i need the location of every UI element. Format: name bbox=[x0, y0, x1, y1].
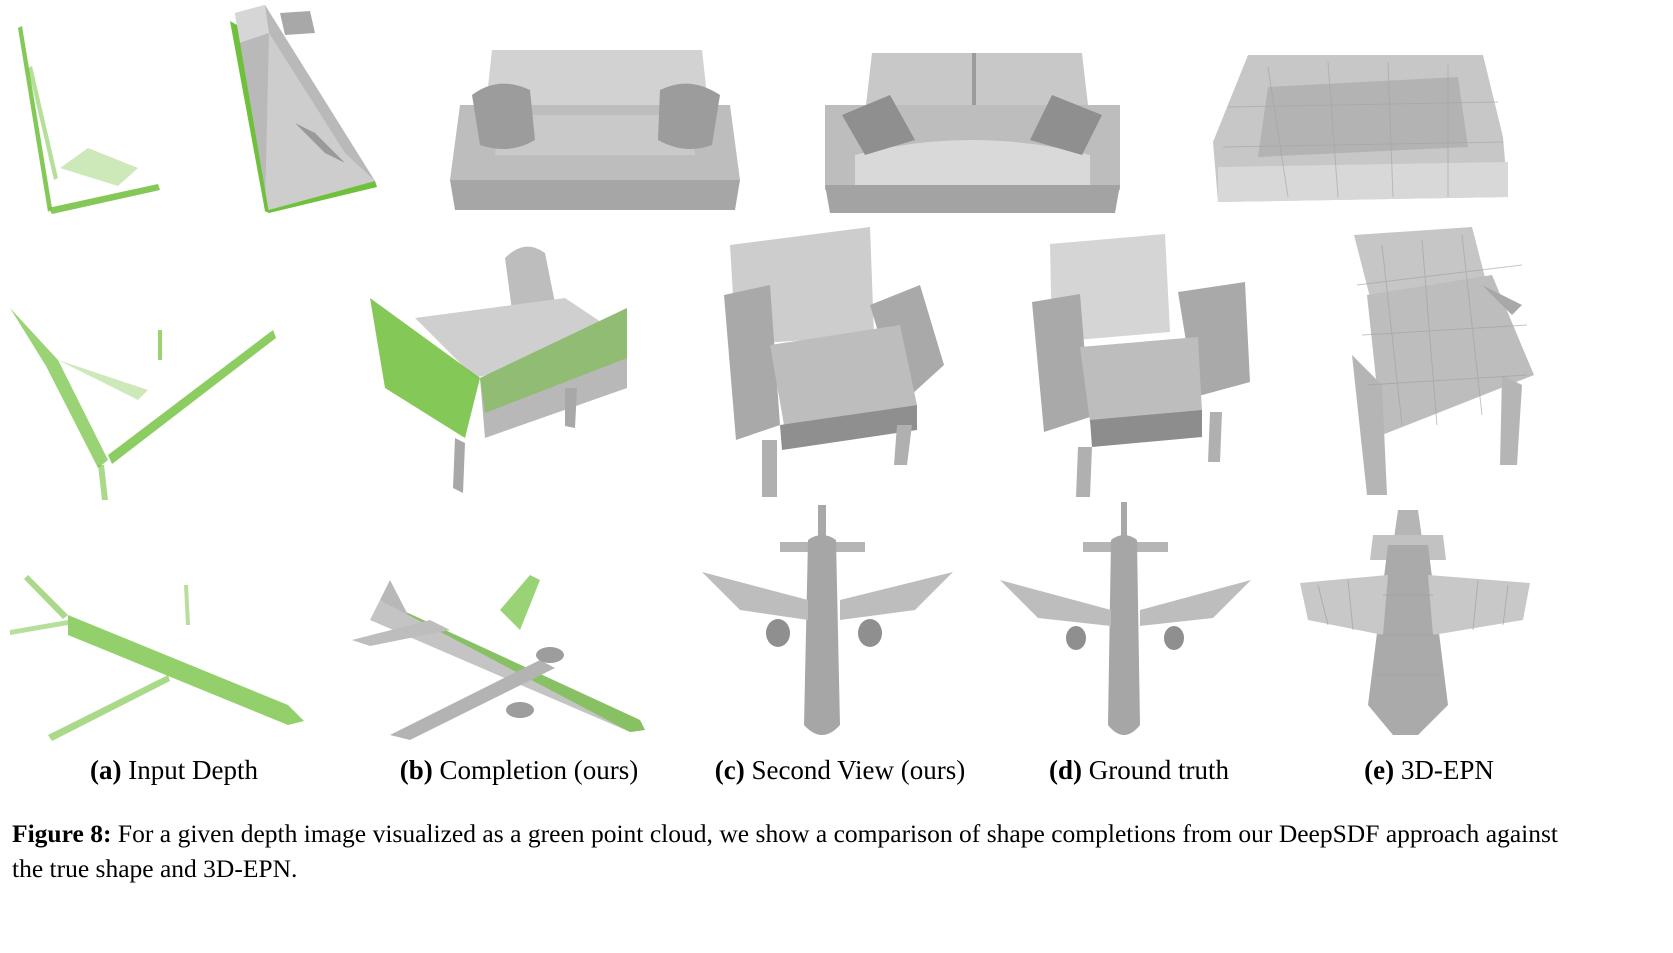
subfigure-label-e: (e) 3D-EPN bbox=[1364, 752, 1494, 788]
plane-3depn bbox=[1300, 510, 1530, 735]
subfigure-label-b: (b) Completion (ours) bbox=[400, 752, 638, 788]
subfigure-label-c: (c) Second View (ours) bbox=[715, 752, 966, 788]
plane-second-view bbox=[702, 505, 953, 735]
subfigure-label-d: (d) Ground truth bbox=[1049, 752, 1229, 788]
sofa-input-depth-overlay bbox=[230, 5, 377, 213]
sofa-3depn bbox=[1213, 55, 1508, 202]
subfigure-text: 3D-EPN bbox=[1394, 755, 1494, 785]
subfigure-label-a: (a) Input Depth bbox=[90, 752, 258, 788]
plane-ground-truth bbox=[1000, 502, 1251, 735]
sofa-completion bbox=[450, 50, 740, 210]
subfigure-text: Second View (ours) bbox=[744, 755, 966, 785]
chair-3depn bbox=[1352, 227, 1534, 495]
subfigure-letter: (a) bbox=[90, 755, 122, 785]
subfigure-letter: (d) bbox=[1049, 755, 1083, 785]
figure-caption: Figure 8: For a given depth image visual… bbox=[12, 816, 1558, 886]
figure-caption-label: Figure 8: bbox=[12, 819, 112, 848]
plane-input-depth-point-cloud bbox=[10, 575, 304, 741]
plane-completion bbox=[352, 575, 645, 740]
subfigure-letter: (e) bbox=[1364, 755, 1395, 785]
subfigure-text: Ground truth bbox=[1082, 755, 1229, 785]
figure-caption-text: For a given depth image visualized as a … bbox=[12, 819, 1558, 883]
figure-image-grid bbox=[10, 5, 1534, 741]
chair-input-depth-point-cloud bbox=[10, 308, 276, 500]
subfigure-text: Input Depth bbox=[121, 755, 258, 785]
sofa-input-depth-point-cloud bbox=[18, 26, 160, 214]
subfigure-text: Completion (ours) bbox=[432, 755, 639, 785]
sofa-second-view bbox=[825, 53, 1120, 213]
subfigure-letter: (b) bbox=[399, 755, 433, 785]
chair-completion bbox=[370, 246, 627, 493]
chair-second-view bbox=[724, 227, 944, 497]
subfigure-labels: (a) Input Depth (b) Completion (ours) (c… bbox=[0, 752, 1568, 792]
figure: (a) Input Depth (b) Completion (ours) (c… bbox=[0, 5, 1568, 886]
chair-ground-truth bbox=[1032, 234, 1250, 497]
subfigure-letter: (c) bbox=[714, 755, 745, 785]
